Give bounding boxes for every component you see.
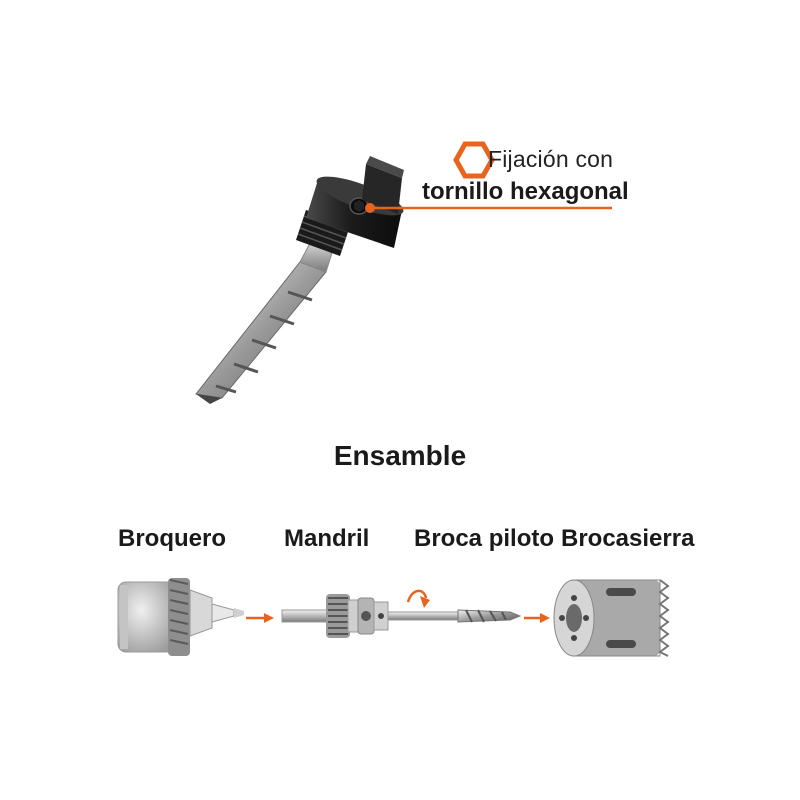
hex-shank bbox=[362, 156, 404, 214]
callout-text-line1: Fijación con bbox=[488, 146, 614, 172]
pilot-drill-bit bbox=[195, 261, 327, 404]
step-label-mandril: Mandril bbox=[284, 525, 370, 552]
rotation-arrow-icon bbox=[406, 589, 430, 608]
step-label-broquero: Broquero bbox=[118, 525, 226, 552]
step-label-brocasierra: Brocasierra bbox=[561, 525, 695, 552]
hole-saw-illustration bbox=[553, 579, 670, 657]
callout-text-line2: tornillo hexagonal bbox=[422, 178, 629, 205]
pilot-drill-illustration bbox=[387, 609, 522, 623]
callout-marker-dot bbox=[365, 203, 375, 213]
section-title: Ensamble bbox=[333, 440, 467, 471]
mandrel-illustration bbox=[281, 594, 389, 638]
arrow-right-icon bbox=[524, 613, 550, 623]
hexagon-icon bbox=[453, 141, 495, 179]
drill-chuck-illustration bbox=[117, 578, 244, 656]
arrow-right-icon bbox=[246, 613, 274, 623]
step-label-broca-piloto: Broca piloto bbox=[414, 525, 555, 552]
